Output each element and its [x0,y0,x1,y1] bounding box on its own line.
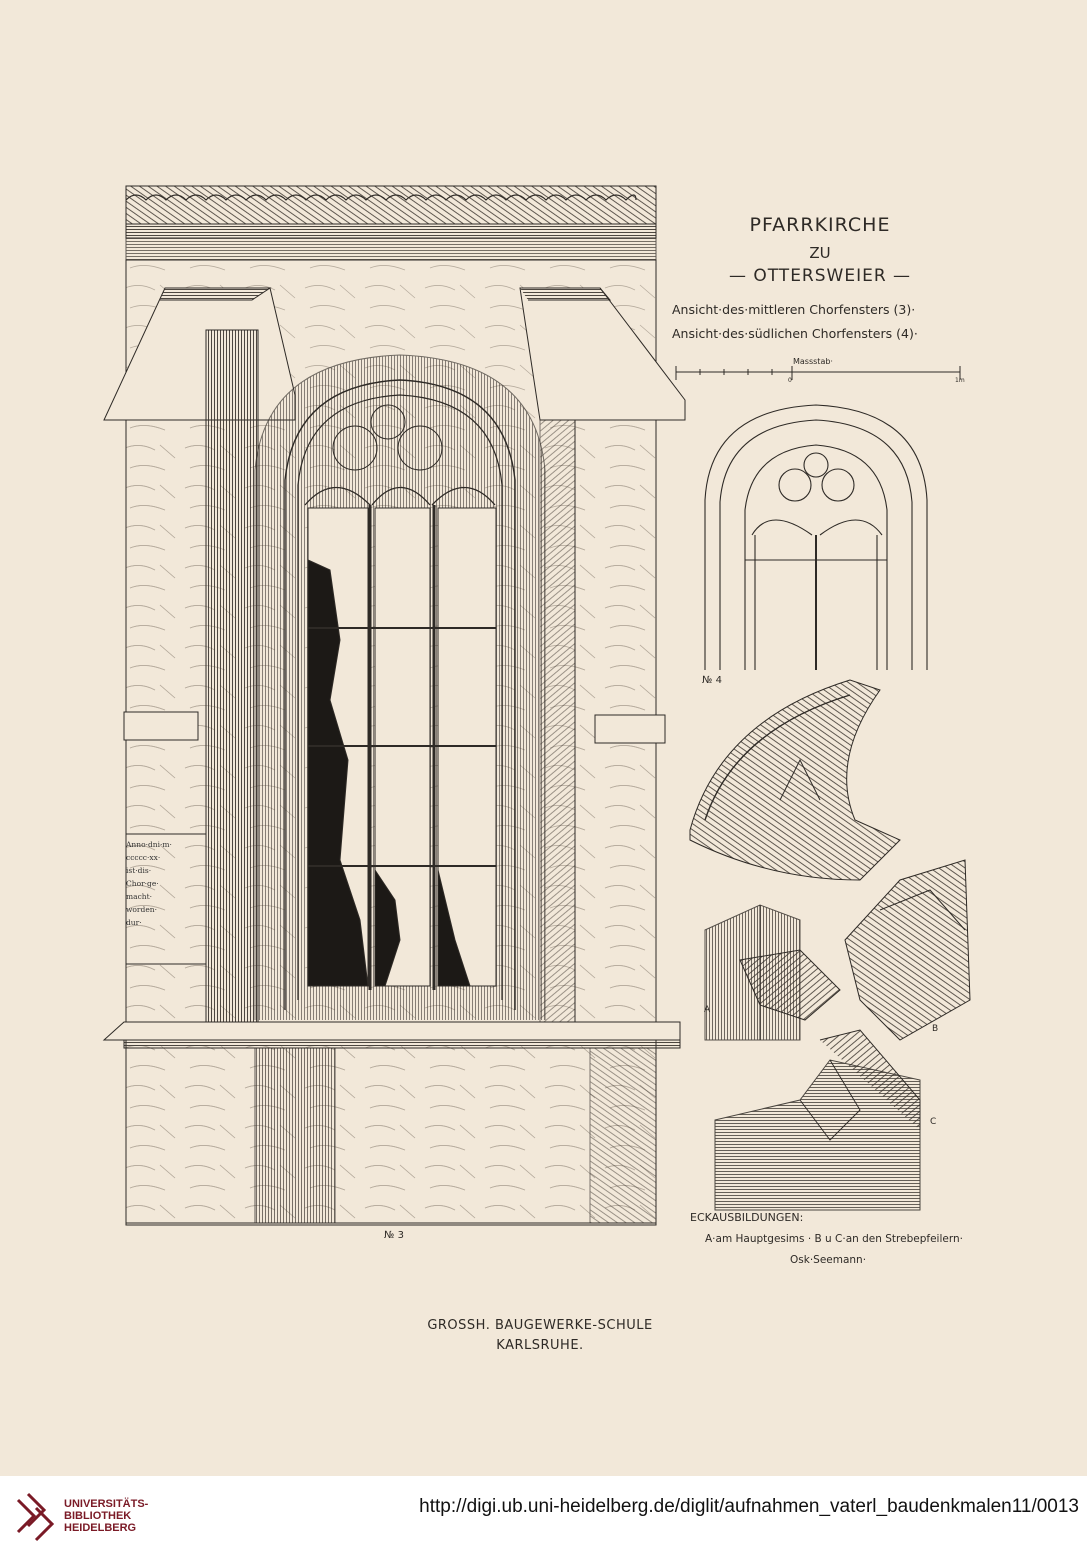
scale-one-meter-label: 1m [955,377,965,384]
view-caption-4: Ansicht·des·südlichen Chorfensters (4)· [672,326,918,341]
corner-details-description: A·am Hauptgesims · B u C·an den Strebepf… [705,1233,963,1245]
detail-c-label: C [930,1117,937,1127]
detail-b-label: B [932,1024,939,1034]
scale-label: Massstab· [793,357,833,366]
scale-bar [675,366,961,380]
corner-details-title: ECKAUSBILDUNGEN: [690,1211,804,1224]
library-name-line: UNIVERSITÄTS- [64,1498,149,1510]
figure-4-window-elevation [704,404,928,670]
view-caption-3: Ansicht·des·mittleren Chorfensters (3)· [672,302,916,317]
school-city: KARLSRUHE. [496,1338,584,1353]
library-logo-icon [16,1492,55,1542]
library-name: UNIVERSITÄTS- BIBLIOTHEK HEIDELBERG [64,1498,148,1534]
inscription-line: ccccc·xx· [126,853,161,862]
library-footer: UNIVERSITÄTS- BIBLIOTHEK HEIDELBERG http… [0,1476,1087,1555]
author-credit: Osk·Seemann· [790,1254,867,1266]
architectural-drawing [102,185,971,1226]
library-name-line: BIBLIOTHEK [64,1510,132,1522]
inscription-line: macht· [126,892,153,901]
inscription-tablet: Anno·dni·m· ccccc·xx· ist·dis· Chor·ge· … [126,838,206,962]
plate-title: PFARRKIRCHE [749,214,891,236]
corner-detail-drawings [689,679,971,1211]
plate-place-name: — OTTERSWEIER — [728,266,912,286]
library-name-line: HEIDELBERG [64,1522,137,1534]
inscription-line: Anno·dni·m· [126,840,172,849]
inscription-line: worden· [126,905,157,914]
source-url-link[interactable]: http://digi.ub.uni-heidelberg.de/diglit/… [419,1496,1079,1517]
detail-a-label: A [704,1005,711,1015]
figure-4-number: № 4 [702,675,722,686]
plate-title-zu: ZU [809,244,831,262]
figure-3-window-elevation [102,185,686,1226]
school-name: GROSSH. BAUGEWERKE-SCHULE [427,1318,653,1333]
figure-3-number: № 3 [384,1230,404,1241]
inscription-line: dur· [126,918,142,927]
inscription-line: ist·dis· [126,866,152,875]
inscription-line: Chor·ge· [126,879,159,888]
scale-zero-label: 0 [788,377,792,384]
